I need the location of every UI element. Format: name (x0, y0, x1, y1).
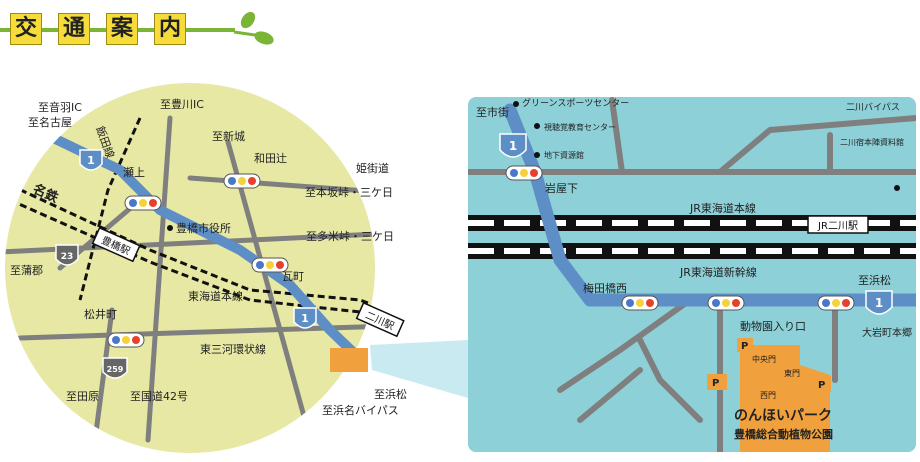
route-shield-icon: 23 (55, 244, 79, 266)
signal-icon (107, 332, 145, 348)
title-char: 案 (106, 13, 138, 45)
label-oiwa-honmachi: 大岩町本郷 (862, 326, 912, 339)
green-sports-marker (513, 101, 519, 107)
label-to-tahara: 至田原 (66, 390, 99, 403)
road-sw3 (577, 367, 643, 423)
detail-background (468, 97, 916, 452)
road-sw2 (637, 337, 703, 423)
svg-text:1: 1 (87, 154, 95, 167)
station-jr-futagawa: JR二川駅 (807, 215, 869, 234)
parking-label: P (712, 378, 719, 389)
label-jr-tokaido: JR東海道本線 (689, 201, 756, 215)
overview-background (5, 83, 375, 453)
svg-text:23: 23 (61, 252, 74, 262)
label-to-otowa-ic: 至音羽IC (38, 100, 82, 114)
city-hall-marker (167, 225, 173, 231)
label-matsuicho: 松井町 (84, 307, 117, 321)
railway-meitetsu (9, 183, 375, 332)
title-char: 通 (58, 13, 90, 45)
label-kawaramachi: 瓦町 (282, 270, 304, 283)
overview-map: 1 1 23 259 豊橋駅 二川駅 至音羽IC 至名古屋 至豊川I (5, 83, 468, 453)
svg-text:1: 1 (875, 296, 883, 310)
railway-iida (78, 117, 142, 301)
honjin-marker (894, 185, 900, 191)
label-city-hall: 豊橋市役所 (176, 221, 231, 235)
parking-marker (707, 374, 727, 390)
svg-text:JR二川駅: JR二川駅 (817, 220, 858, 232)
parking-label: P (818, 380, 825, 391)
label-umedabashi-nishi: 梅田橋西 (583, 281, 627, 295)
label-iwayashita: 岩屋下 (545, 181, 578, 195)
detail-map: P P P 中央門 東門 西門 JR二川駅 (468, 97, 916, 452)
label-to-hamana-bypass: 至浜名バイパス (322, 403, 399, 417)
label-to-toyokawa-ic: 至豊川IC (160, 98, 204, 111)
road-green-sports (609, 97, 625, 175)
aquarium-marker (534, 123, 540, 129)
label-west-gate: 西門 (760, 391, 776, 400)
svg-text:259: 259 (107, 365, 124, 374)
label-to-hamamatsu: 至浜松 (374, 387, 407, 401)
signal-icon (621, 295, 659, 311)
park-marker (330, 348, 368, 372)
label-to-gamagori: 至蒲郡 (10, 263, 43, 277)
label-higashi-mikawa-ring: 東三河環状線 (200, 342, 266, 356)
signal-icon (505, 165, 543, 181)
label-park-full-name: 豊橋総合動植物公園 (734, 427, 833, 441)
svg-text:1: 1 (509, 139, 517, 153)
parking-marker (737, 338, 753, 352)
park-area (740, 345, 830, 452)
parking-label: P (741, 341, 748, 352)
road-tahara (92, 307, 115, 443)
label-tokaido-line: 東海道本線 (188, 289, 243, 303)
label-central-gate: 中央門 (752, 354, 776, 364)
label-to-city: 至市街 (476, 105, 509, 119)
callout-wedge (370, 340, 468, 398)
label-underground: 地下資源館 (544, 150, 584, 160)
label-aquarium: 視聴覚教育センター (544, 122, 616, 132)
label-to-nagoya: 至名古屋 (28, 115, 72, 129)
label-zoo-entrance: 動物園入り口 (740, 319, 806, 333)
route-shield-icon: 259 (102, 357, 128, 379)
route-shield-icon: 1 (293, 307, 317, 329)
signal-icon (251, 257, 289, 273)
label-himekaido: 姫街道 (356, 161, 389, 175)
route-shield-icon: 1 (865, 290, 893, 315)
title-char: 内 (154, 13, 186, 45)
route-shield-icon: 1 (499, 133, 527, 158)
label-jr-shinkansen: JR東海道新幹線 (679, 265, 757, 279)
label-futagawa-honjin: 二川宿本陣資料館 (840, 137, 904, 147)
label-east-gate: 東門 (784, 368, 800, 378)
label-park-name: のんほいパーク (734, 408, 832, 424)
signal-icon (223, 173, 261, 189)
label-green-sports: グリーンスポーツセンター (522, 97, 629, 109)
label-to-honzaka: 至本坂峠・三ケ日 (305, 185, 393, 199)
signal-icon (707, 295, 745, 311)
signal-icon (124, 195, 162, 211)
route-shield-icon: 1 (79, 149, 103, 171)
label-to-hamamatsu: 至浜松 (858, 273, 891, 287)
leaf-icon (233, 11, 274, 45)
title-char: 交 (10, 13, 42, 45)
label-futagawa-bypass: 二川バイパス (846, 102, 900, 113)
title-banner: 交 通 案 内 (0, 0, 300, 60)
road-toyokawa (145, 115, 173, 443)
label-to-tamme: 至多米峠・三ケ日 (306, 229, 394, 243)
label-to-route42: 至国道42号 (130, 389, 188, 403)
signal-icon (817, 295, 855, 311)
label-wadatsuji: 和田辻 (254, 151, 287, 165)
railway-jr-shinkansen (468, 243, 916, 259)
road-sw (557, 297, 693, 393)
route-1-road (503, 103, 916, 307)
label-setogami: 瀬上 (123, 165, 145, 179)
parking-marker (813, 376, 831, 392)
label-to-shinshiro: 至新城 (212, 129, 245, 143)
road-futagawa-bypass (717, 115, 916, 175)
underground-marker (534, 152, 540, 158)
route-1-road (15, 117, 375, 383)
svg-text:1: 1 (301, 312, 309, 325)
road-matsuicho (17, 322, 375, 341)
